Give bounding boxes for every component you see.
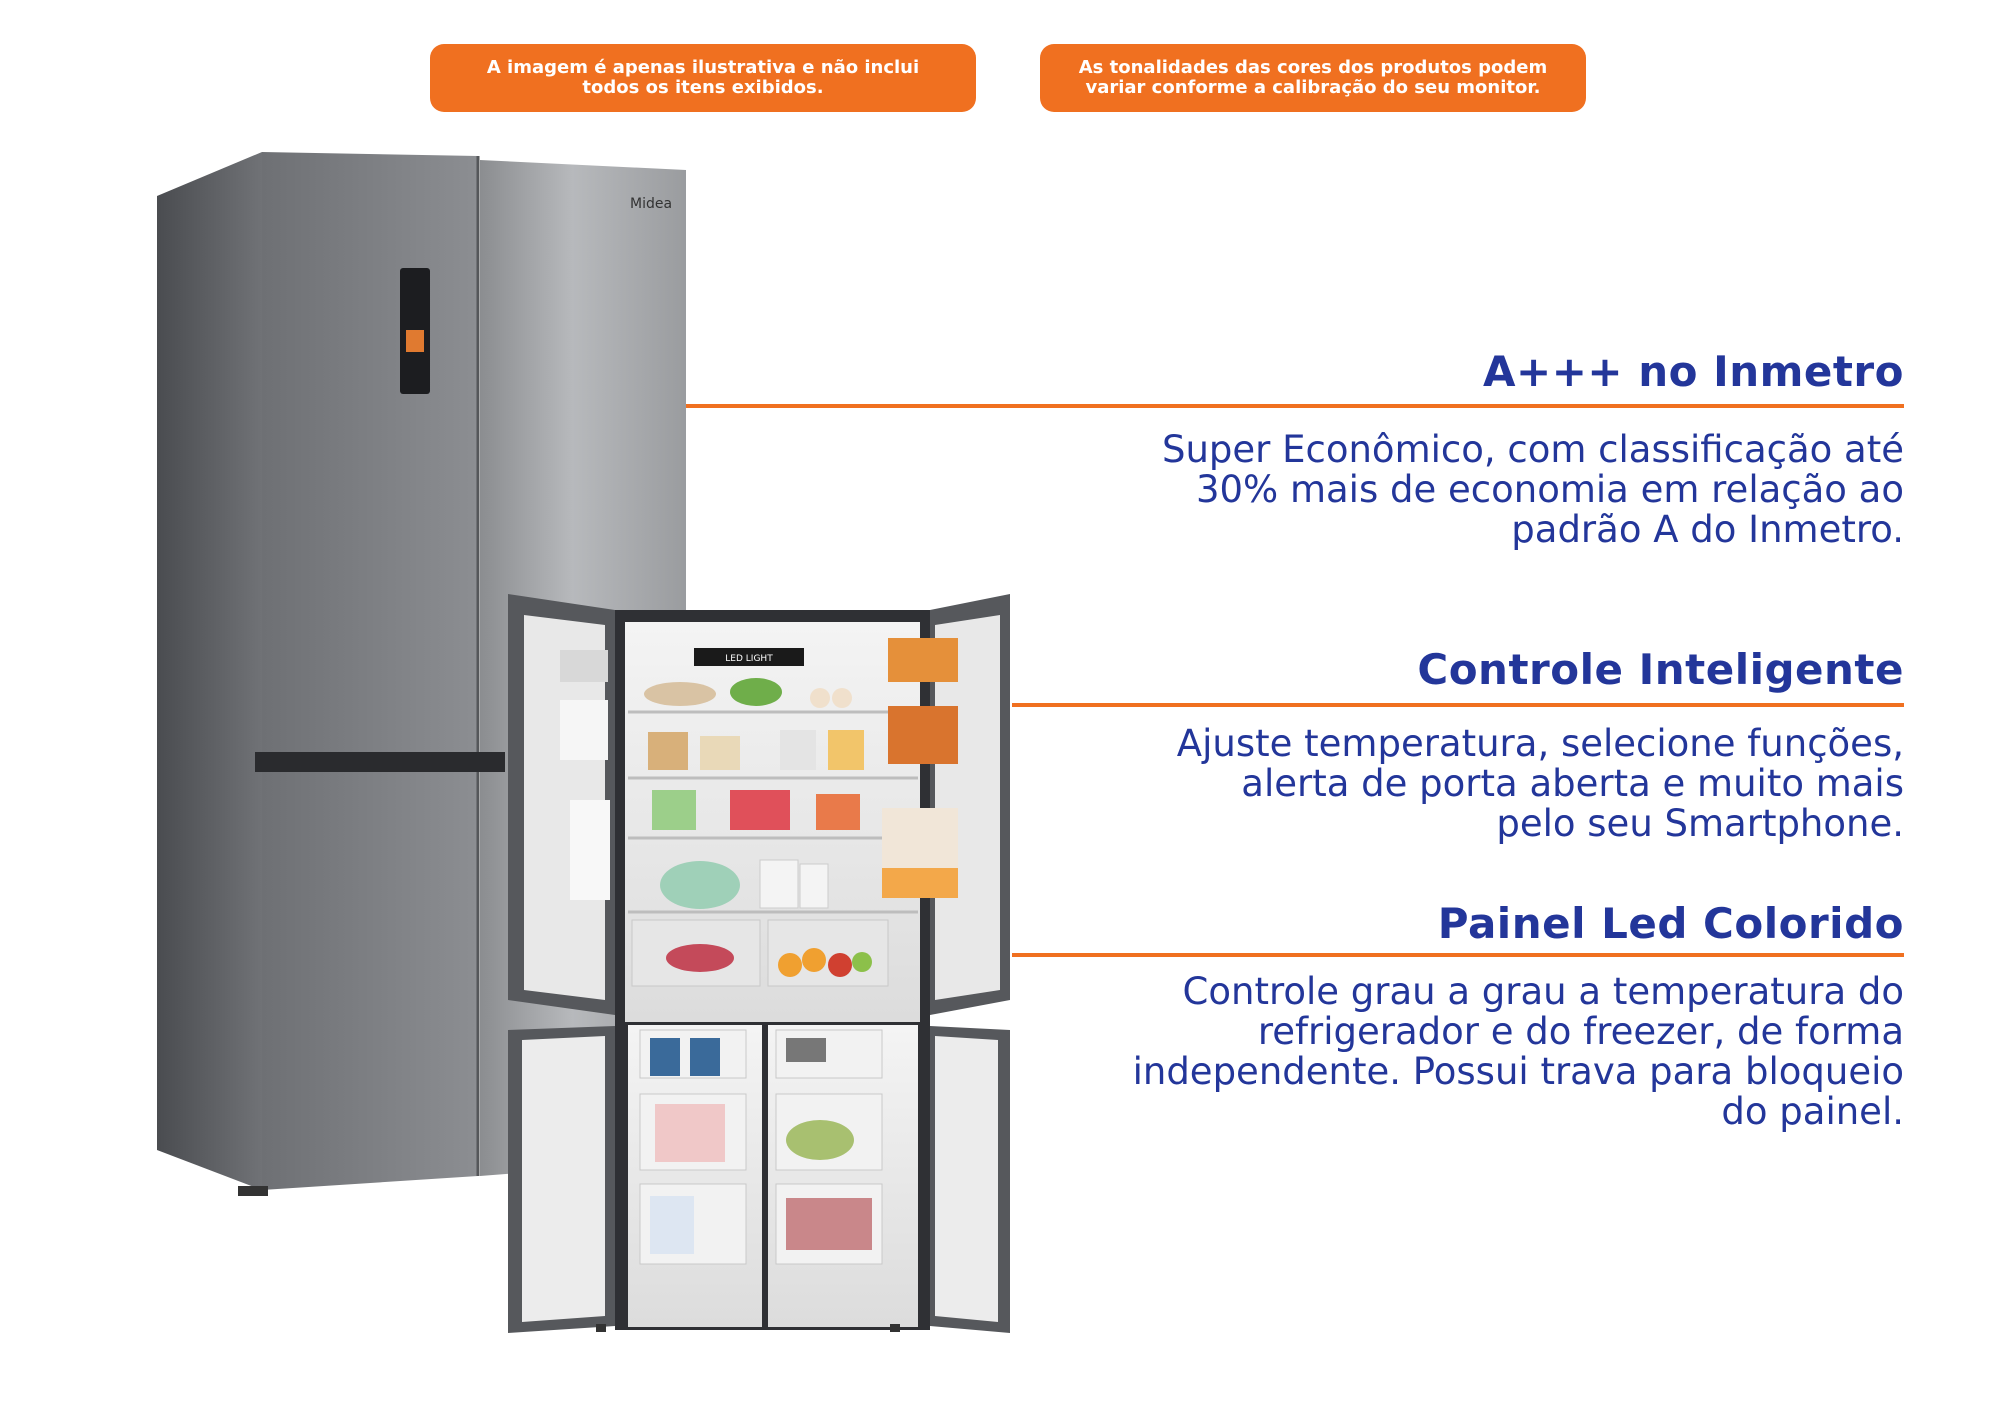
feature-painel-led: Painel Led Colorido: [1438, 898, 1904, 950]
feature-controle-inteligente: Controle Inteligente: [1417, 644, 1904, 696]
feature-inmetro-text: Super Econômico, com classificação até 3…: [1104, 422, 1904, 550]
disclaimer-line-1: As tonalidades das cores dos produtos po…: [1078, 57, 1548, 78]
refrigerator-image: Midea LED LIGHT: [157, 152, 1010, 1333]
led-light-label: LED LIGHT: [725, 654, 773, 664]
leader-line-painel: [1012, 953, 1904, 957]
feature-description: Controle grau a grau a temperatura do re…: [1132, 970, 1904, 1133]
feature-controle-inteligente-text: Ajuste temperatura, selecione funções, a…: [1164, 716, 1904, 844]
feature-title: A+++ no Inmetro: [1483, 347, 1904, 396]
feature-title: Controle Inteligente: [1417, 645, 1904, 694]
disclaimer-line-2: todos os itens exibidos.: [582, 77, 824, 98]
feature-description: Super Econômico, com classificação até 3…: [1161, 428, 1904, 551]
disclaimer-line-2: variar conforme a calibração do seu moni…: [1085, 77, 1541, 98]
feature-description: Ajuste temperatura, selecione funções, a…: [1176, 722, 1904, 845]
disclaimer-illustrative: A imagem é apenas ilustrativa e não incl…: [430, 44, 976, 112]
feature-inmetro: A+++ no Inmetro: [1483, 346, 1904, 398]
disclaimer-color: As tonalidades das cores dos produtos po…: [1040, 44, 1586, 112]
leader-line-controle: [1012, 703, 1904, 707]
leader-line-inmetro: [686, 404, 1904, 408]
disclaimer-line-1: A imagem é apenas ilustrativa e não incl…: [486, 57, 920, 78]
feature-title: Painel Led Colorido: [1437, 899, 1904, 948]
feature-painel-led-text: Controle grau a grau a temperatura do re…: [1124, 964, 1904, 1132]
open-refrigerator: LED LIGHT: [508, 594, 1010, 1333]
brand-logo: Midea: [630, 196, 672, 212]
